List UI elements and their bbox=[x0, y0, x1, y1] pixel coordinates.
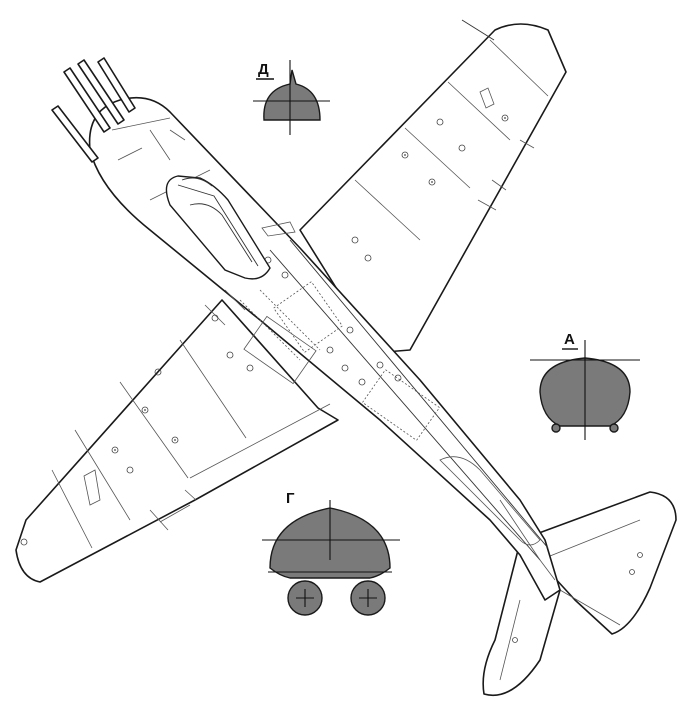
section-a-cross-section: А bbox=[530, 331, 640, 440]
right-wing bbox=[299, 19, 567, 353]
section-a-label: А bbox=[564, 331, 575, 348]
section-d-cross-section: Д bbox=[253, 60, 330, 135]
gun-barrels bbox=[51, 57, 136, 163]
section-g-cross-section: Г bbox=[262, 490, 400, 616]
section-d-label: Д bbox=[258, 61, 269, 78]
section-g-label: Г bbox=[286, 490, 295, 507]
left-wing bbox=[15, 299, 339, 583]
cockpit-canopy bbox=[165, 175, 296, 280]
